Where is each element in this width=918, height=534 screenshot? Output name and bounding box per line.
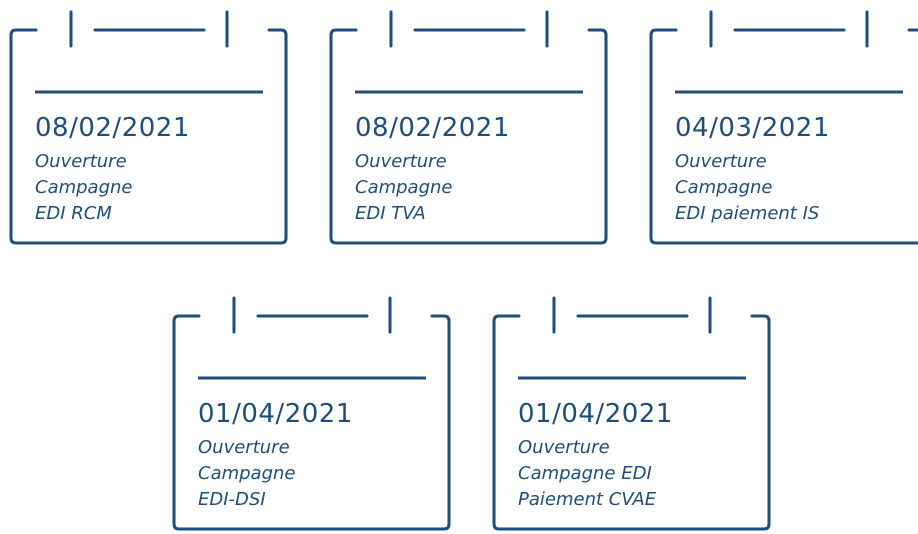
card-line: EDI-DSI (198, 489, 266, 510)
card-description: Ouverture Campagne EDI paiement IS (675, 149, 819, 227)
card-line: Ouverture (355, 151, 447, 172)
card-line: Ouverture (518, 437, 610, 458)
calendar-card-1: 08/02/2021 Ouverture Campagne EDI RCM (9, 8, 293, 245)
card-line: Campagne (355, 177, 453, 198)
card-date: 01/04/2021 (518, 399, 673, 429)
card-description: Ouverture Campagne EDI-DSI (198, 435, 296, 513)
calendar-icon (172, 296, 451, 531)
calendar-card-3: 04/03/2021 Ouverture Campagne EDI paieme… (649, 8, 918, 245)
calendar-icon (492, 296, 771, 531)
card-line: Ouverture (675, 151, 767, 172)
calendar-card-5: 01/04/2021 Ouverture Campagne EDI Paieme… (492, 294, 776, 531)
calendar-card-2: 08/02/2021 Ouverture Campagne EDI TVA (329, 8, 613, 245)
card-description: Ouverture Campagne EDI RCM (35, 149, 133, 227)
card-description: Ouverture Campagne EDI Paiement CVAE (518, 435, 656, 513)
card-date: 04/03/2021 (675, 113, 830, 143)
card-line: Campagne EDI (518, 463, 652, 484)
card-line: Campagne (198, 463, 296, 484)
card-line: Ouverture (198, 437, 290, 458)
card-line: EDI paiement IS (675, 203, 820, 224)
card-line: Campagne (35, 177, 133, 198)
card-line: Ouverture (35, 151, 127, 172)
calendar-icon (9, 10, 288, 245)
card-line: Campagne (675, 177, 773, 198)
calendar-icon (329, 10, 608, 245)
card-line: Paiement CVAE (518, 489, 657, 510)
card-line: EDI RCM (35, 203, 112, 224)
card-description: Ouverture Campagne EDI TVA (355, 149, 453, 227)
card-date: 08/02/2021 (355, 113, 510, 143)
calendar-icon (649, 10, 918, 245)
card-date: 08/02/2021 (35, 113, 190, 143)
calendar-card-4: 01/04/2021 Ouverture Campagne EDI-DSI (172, 294, 456, 531)
card-line: EDI TVA (355, 203, 426, 224)
card-date: 01/04/2021 (198, 399, 353, 429)
